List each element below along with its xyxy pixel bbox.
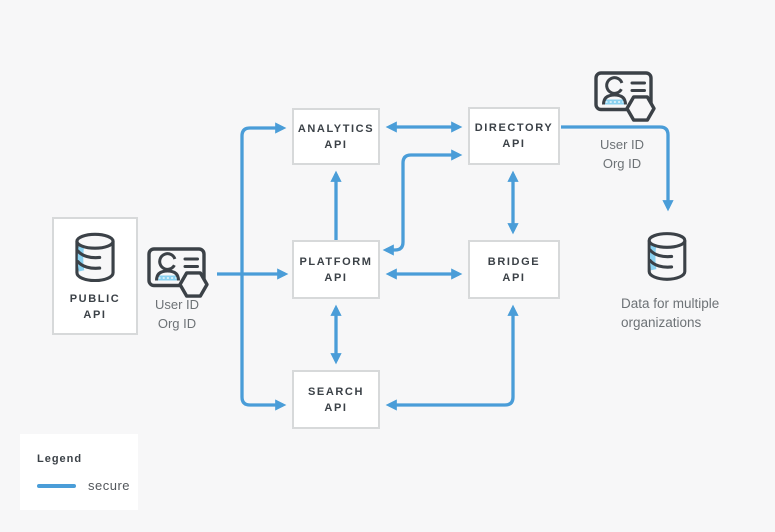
legend-title: Legend — [37, 453, 83, 465]
database-icon — [646, 229, 688, 283]
database-icon — [75, 232, 115, 282]
credentials-label-right: User ID Org ID — [599, 137, 645, 171]
edge-directory-datastore — [561, 125, 674, 212]
node-public-api: PUBLIC API — [52, 217, 138, 335]
legend-item-secure: secure — [37, 478, 138, 493]
node-label: PLATFORM — [299, 255, 373, 268]
node-label: API — [502, 271, 526, 284]
node-label: API — [502, 138, 526, 150]
credentials-label-left: User ID Org ID — [154, 297, 200, 331]
node-directory-api: DIRECTORY API — [468, 107, 560, 165]
id-card-badge-icon — [593, 70, 659, 122]
node-label: API — [324, 271, 348, 284]
datastore-label: Data for multiple organizations — [621, 296, 720, 330]
node-search-api: SEARCH API — [292, 370, 380, 429]
node-label: API — [83, 308, 107, 321]
edge-search-bridge — [385, 304, 519, 411]
node-label: PUBLIC — [69, 292, 121, 305]
node-label: API — [324, 401, 348, 414]
node-platform-api: PLATFORM API — [292, 240, 380, 299]
node-label: BRIDGE — [487, 255, 541, 268]
node-analytics-api: ANALYTICS API — [292, 108, 380, 165]
edge-credentials-analytics-search-trunk — [240, 122, 287, 411]
legend-item-label: secure — [88, 478, 131, 493]
node-label: DIRECTORY — [474, 122, 554, 134]
edge-platform-directory — [382, 149, 463, 256]
secure-line-swatch — [37, 483, 76, 488]
node-label: API — [324, 138, 348, 151]
node-bridge-api: BRIDGE API — [468, 240, 560, 299]
node-label: SEARCH — [307, 385, 365, 398]
node-label: ANALYTICS — [297, 122, 375, 135]
legend-panel: Legend secure — [20, 434, 138, 510]
id-card-badge-icon — [146, 246, 212, 298]
